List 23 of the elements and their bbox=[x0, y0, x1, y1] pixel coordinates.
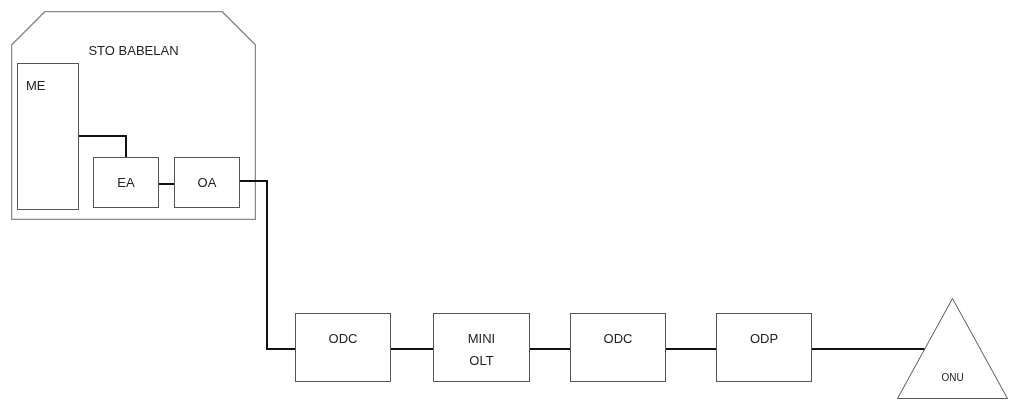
node-label: ODC bbox=[602, 330, 634, 348]
node-label: STO BABELAN bbox=[87, 42, 180, 60]
node-label: ODC bbox=[327, 330, 359, 348]
node-label: MINI OLT bbox=[466, 330, 497, 370]
node-label: ME bbox=[26, 77, 46, 95]
process-box bbox=[716, 313, 812, 382]
process-box bbox=[93, 157, 159, 208]
process-box bbox=[295, 313, 391, 382]
connector-line bbox=[158, 183, 175, 185]
node-label: OA bbox=[196, 174, 218, 192]
connector-line bbox=[665, 348, 717, 350]
connector-line bbox=[390, 348, 434, 350]
connector-line bbox=[239, 180, 296, 350]
process-box bbox=[570, 313, 666, 382]
node-label: ONU bbox=[940, 371, 965, 385]
process-box bbox=[17, 63, 79, 210]
connector-line bbox=[529, 348, 571, 350]
node-label: EA bbox=[116, 174, 136, 192]
process-box bbox=[174, 157, 240, 208]
connector-line bbox=[811, 348, 926, 350]
process-box bbox=[433, 313, 530, 382]
connector-line bbox=[78, 135, 127, 158]
node-label: ODP bbox=[748, 330, 780, 348]
